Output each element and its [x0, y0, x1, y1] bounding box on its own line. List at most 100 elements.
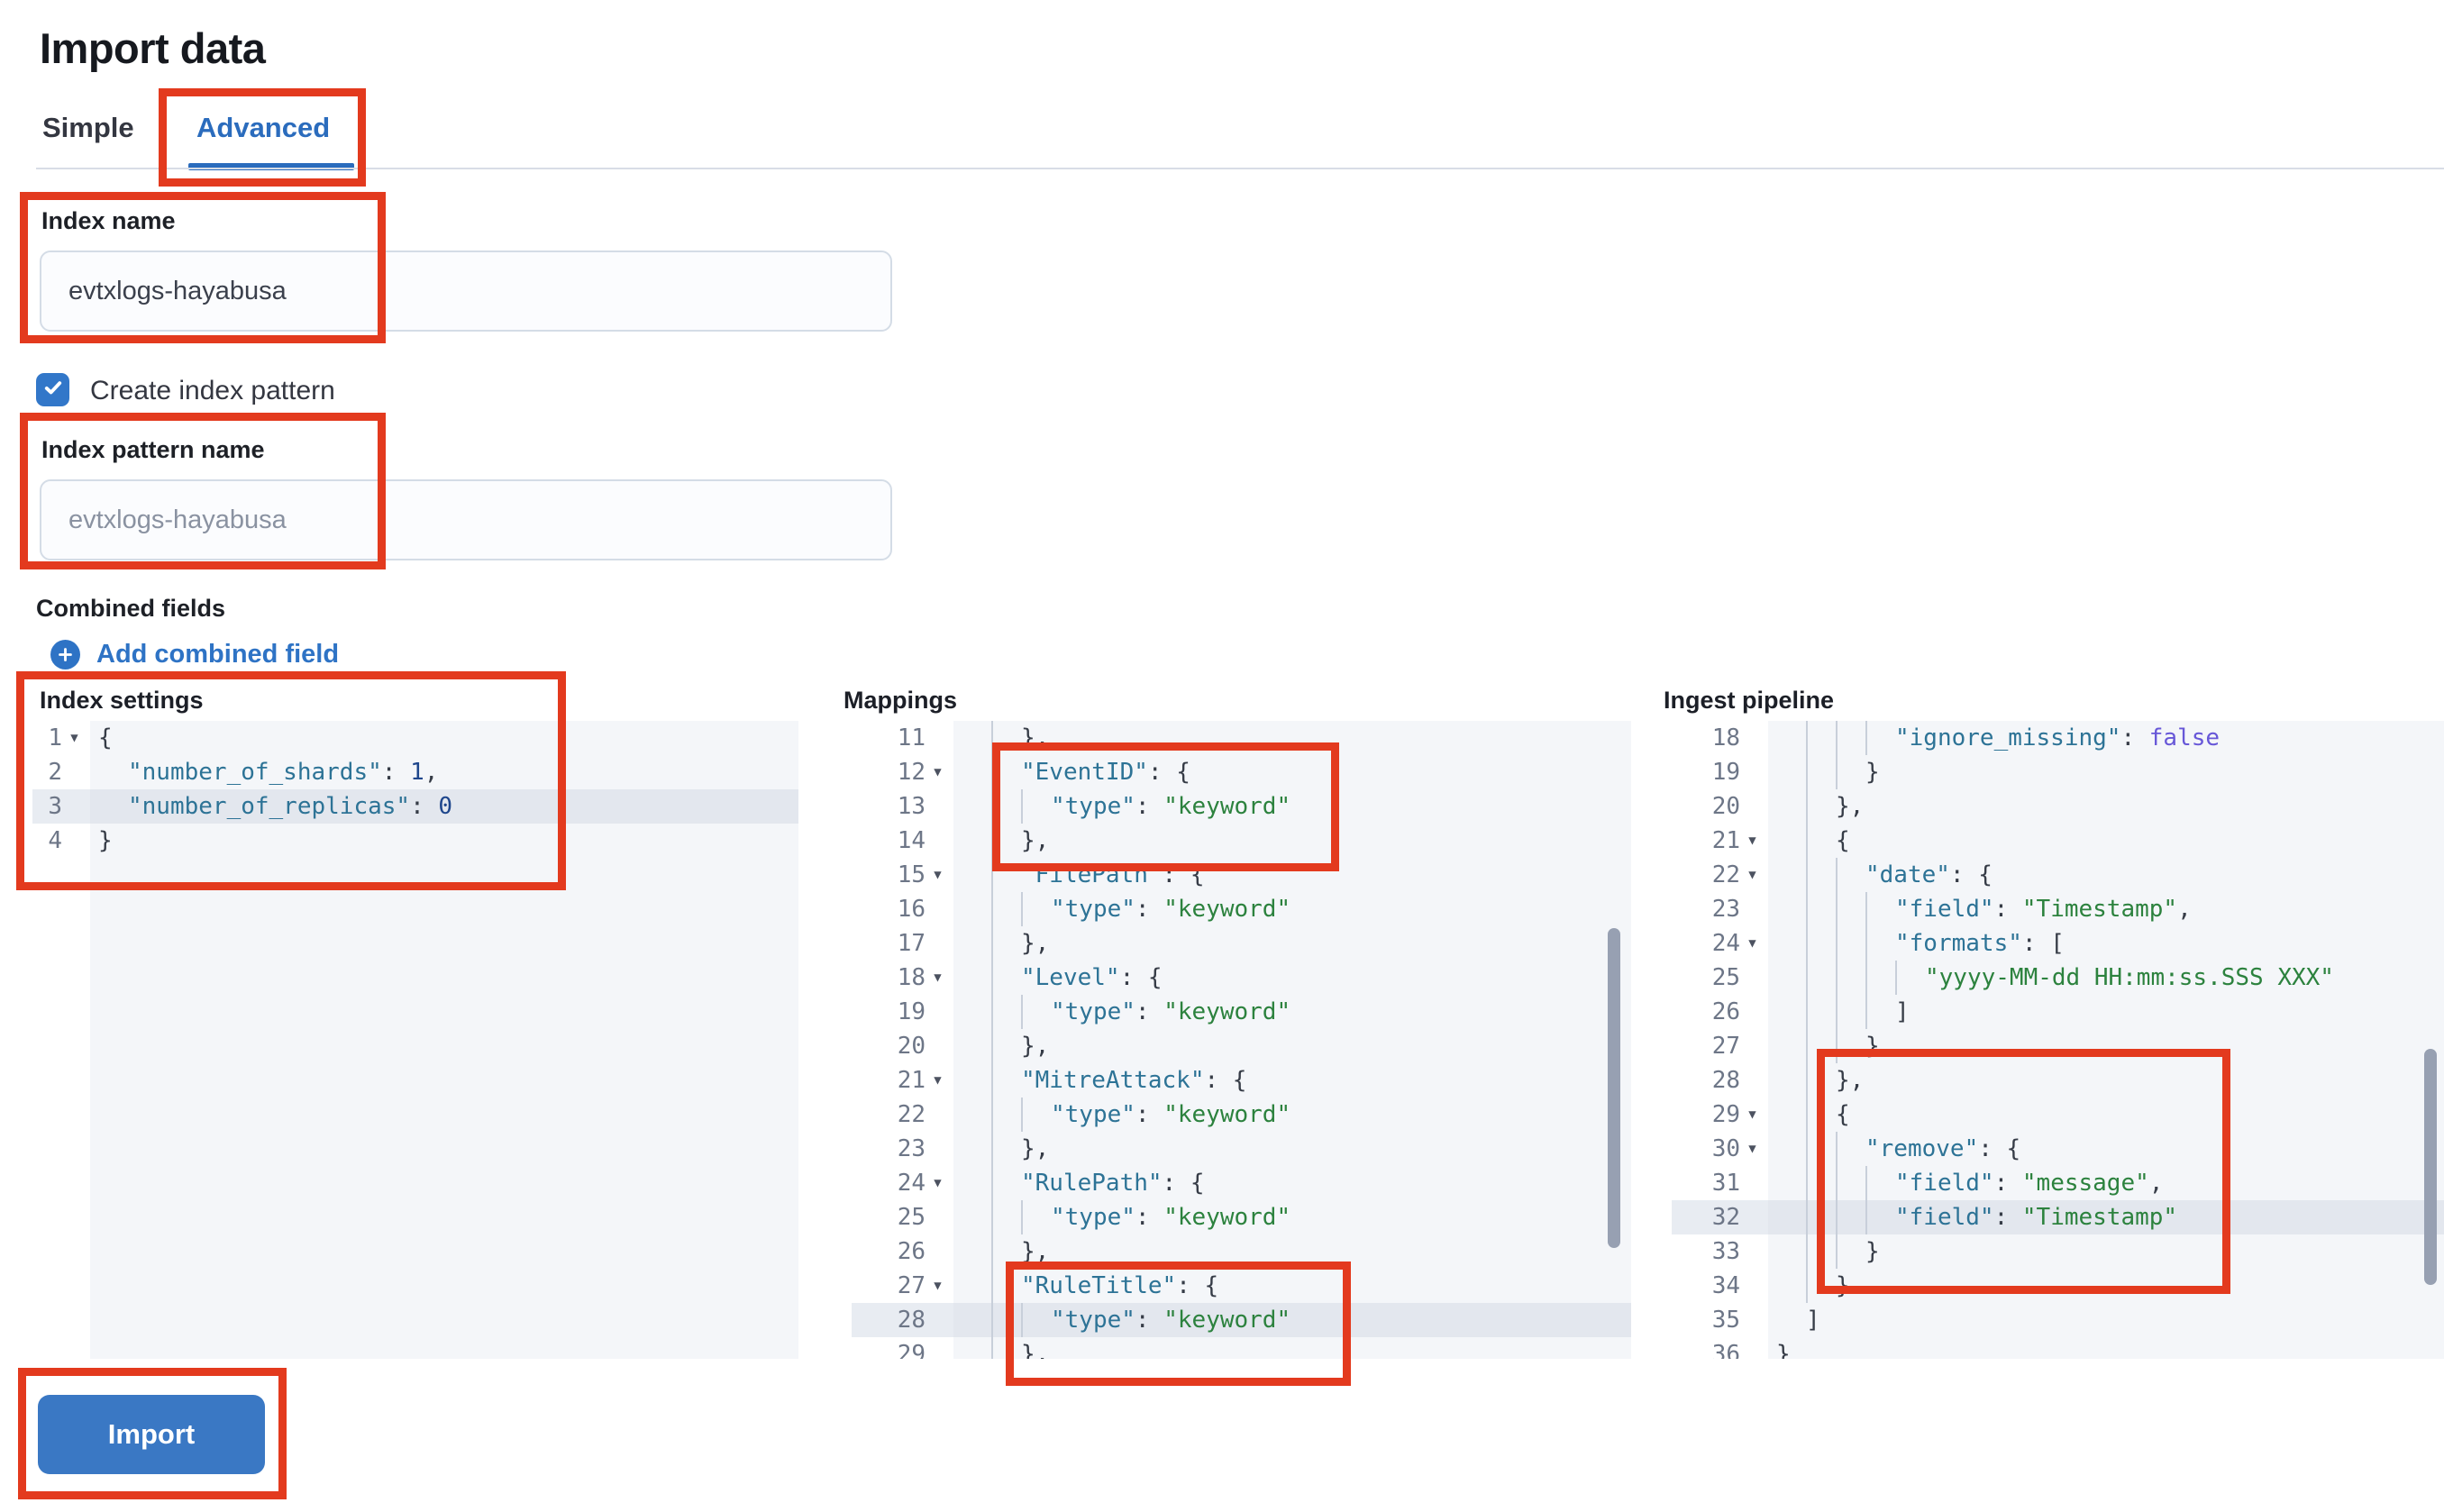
indent-guide — [991, 1200, 1021, 1234]
code-line[interactable]: "formats": [ — [1768, 926, 2444, 961]
code-line[interactable]: "type": "keyword" — [953, 892, 1631, 926]
indent-guide — [991, 1337, 1021, 1359]
code-line[interactable]: } — [1768, 1269, 2444, 1303]
code-line[interactable]: }, — [953, 1132, 1631, 1166]
code-line[interactable]: "type": "keyword" — [953, 1303, 1631, 1337]
chevron-down-icon: ▼ — [1748, 833, 1756, 848]
line-number: 28 — [852, 1303, 953, 1337]
code-line[interactable]: "type": "keyword" — [953, 995, 1631, 1029]
ingest-pipeline-code[interactable]: "ignore_missing": false}},{"date": {"fie… — [1768, 721, 2444, 1359]
code-line[interactable]: } — [1768, 1029, 2444, 1063]
code-line[interactable]: }, — [953, 1234, 1631, 1269]
code-line[interactable]: "type": "keyword" — [953, 1200, 1631, 1234]
code-line[interactable]: }, — [953, 1029, 1631, 1063]
indent-guide — [1021, 789, 1051, 824]
code-line[interactable]: ] — [1768, 995, 2444, 1029]
line-number: 21▼ — [1672, 824, 1768, 858]
code-line[interactable]: "field": "Timestamp", — [1768, 892, 2444, 926]
indent-guide — [1865, 961, 1895, 995]
chevron-down-icon: ▼ — [934, 765, 942, 779]
code-line[interactable]: "remove": { — [1768, 1132, 2444, 1166]
line-number: 26 — [897, 1238, 926, 1265]
code-line[interactable]: "number_of_replicas": 0 — [90, 789, 798, 824]
line-number: 36 — [1711, 1341, 1740, 1359]
code-line[interactable]: "type": "keyword" — [953, 789, 1631, 824]
mappings-title: Mappings — [844, 687, 957, 714]
ingest-pipeline-title: Ingest pipeline — [1664, 687, 1835, 714]
indent-guide — [1806, 892, 1836, 926]
code-line[interactable]: { — [1768, 1098, 2444, 1132]
indent-guide — [1806, 755, 1836, 789]
indent-guide — [1021, 1098, 1051, 1132]
code-line[interactable]: "yyyy-MM-dd HH:mm:ss.SSS XXX" — [1768, 961, 2444, 995]
code-line[interactable]: "RulePath": { — [953, 1166, 1631, 1200]
code-line[interactable]: "MitreAttack": { — [953, 1063, 1631, 1098]
code-line[interactable]: "field": "message", — [1768, 1166, 2444, 1200]
mappings-code[interactable]: },"EventID": {"type": "keyword"},"FilePa… — [953, 721, 1631, 1359]
indent-guide — [1806, 1200, 1836, 1234]
indent-guide — [991, 1269, 1021, 1303]
combined-fields-label: Combined fields — [36, 595, 226, 622]
code-line[interactable]: "FilePath": { — [953, 858, 1631, 892]
code-line[interactable]: }, — [1768, 1063, 2444, 1098]
indent-guide — [991, 1303, 1021, 1337]
line-number: 23 — [897, 1135, 926, 1162]
line-number: 15▼ — [852, 858, 953, 892]
indent-guide — [1806, 995, 1836, 1029]
import-button[interactable]: Import — [38, 1395, 265, 1474]
indent-guide — [1865, 1166, 1895, 1200]
index-pattern-name-input[interactable] — [40, 479, 892, 560]
indent-guide — [1865, 892, 1895, 926]
tab-advanced[interactable]: Advanced — [196, 112, 331, 143]
mappings-scrollbar[interactable] — [1608, 928, 1620, 1248]
code-line[interactable]: "EventID": { — [953, 755, 1631, 789]
code-line[interactable]: }, — [953, 824, 1631, 858]
create-index-pattern-checkbox[interactable] — [36, 373, 69, 406]
indent-guide — [1806, 789, 1836, 824]
line-number: 14 — [897, 827, 926, 854]
code-line[interactable]: "RuleTitle": { — [953, 1269, 1631, 1303]
code-line[interactable]: } — [98, 827, 113, 854]
code-line[interactable]: "number_of_shards": 1, — [128, 759, 439, 786]
code-line[interactable]: }, — [1768, 789, 2444, 824]
add-combined-field-link[interactable]: Add combined field — [50, 640, 339, 669]
indent-guide — [1806, 1166, 1836, 1200]
indent-guide — [991, 995, 1021, 1029]
line-number: 25 — [1711, 964, 1740, 991]
index-name-input[interactable] — [40, 250, 892, 332]
code-line[interactable]: ] — [1806, 1307, 1820, 1334]
code-line[interactable]: { — [98, 724, 113, 751]
line-number: 19 — [1711, 759, 1740, 786]
line-number: 35 — [1711, 1307, 1740, 1334]
line-number: 4 — [48, 827, 62, 854]
code-line[interactable]: } — [1768, 1234, 2444, 1269]
code-line[interactable]: }, — [953, 721, 1631, 755]
line-number: 34 — [1711, 1272, 1740, 1299]
chevron-down-icon: ▼ — [70, 731, 78, 745]
code-line[interactable]: "ignore_missing": false — [1768, 721, 2444, 755]
indent-guide — [1895, 961, 1925, 995]
code-line[interactable]: { — [1768, 824, 2444, 858]
line-number: 16 — [897, 896, 926, 923]
code-line[interactable]: "Level": { — [953, 961, 1631, 995]
indent-guide — [1836, 892, 1865, 926]
code-line[interactable]: } — [1768, 755, 2444, 789]
tab-simple[interactable]: Simple — [42, 112, 134, 143]
indent-guide — [991, 892, 1021, 926]
ingest-pipeline-scrollbar[interactable] — [2424, 1049, 2437, 1285]
code-line[interactable]: "date": { — [1768, 858, 2444, 892]
line-number: 22▼ — [1672, 858, 1768, 892]
index-settings-code[interactable]: { "number_of_shards": 1, "number_of_replic… — [90, 721, 798, 1359]
indent-guide — [1806, 824, 1836, 858]
indent-guide — [991, 1234, 1021, 1269]
code-line[interactable]: "type": "keyword" — [953, 1098, 1631, 1132]
code-line[interactable]: }, — [953, 1337, 1631, 1359]
code-line[interactable]: } — [1776, 1341, 1791, 1359]
code-line[interactable]: }, — [953, 926, 1631, 961]
indent-guide — [1836, 1166, 1865, 1200]
code-line[interactable]: "field": "Timestamp" — [1768, 1200, 2444, 1234]
indent-guide — [991, 1132, 1021, 1166]
